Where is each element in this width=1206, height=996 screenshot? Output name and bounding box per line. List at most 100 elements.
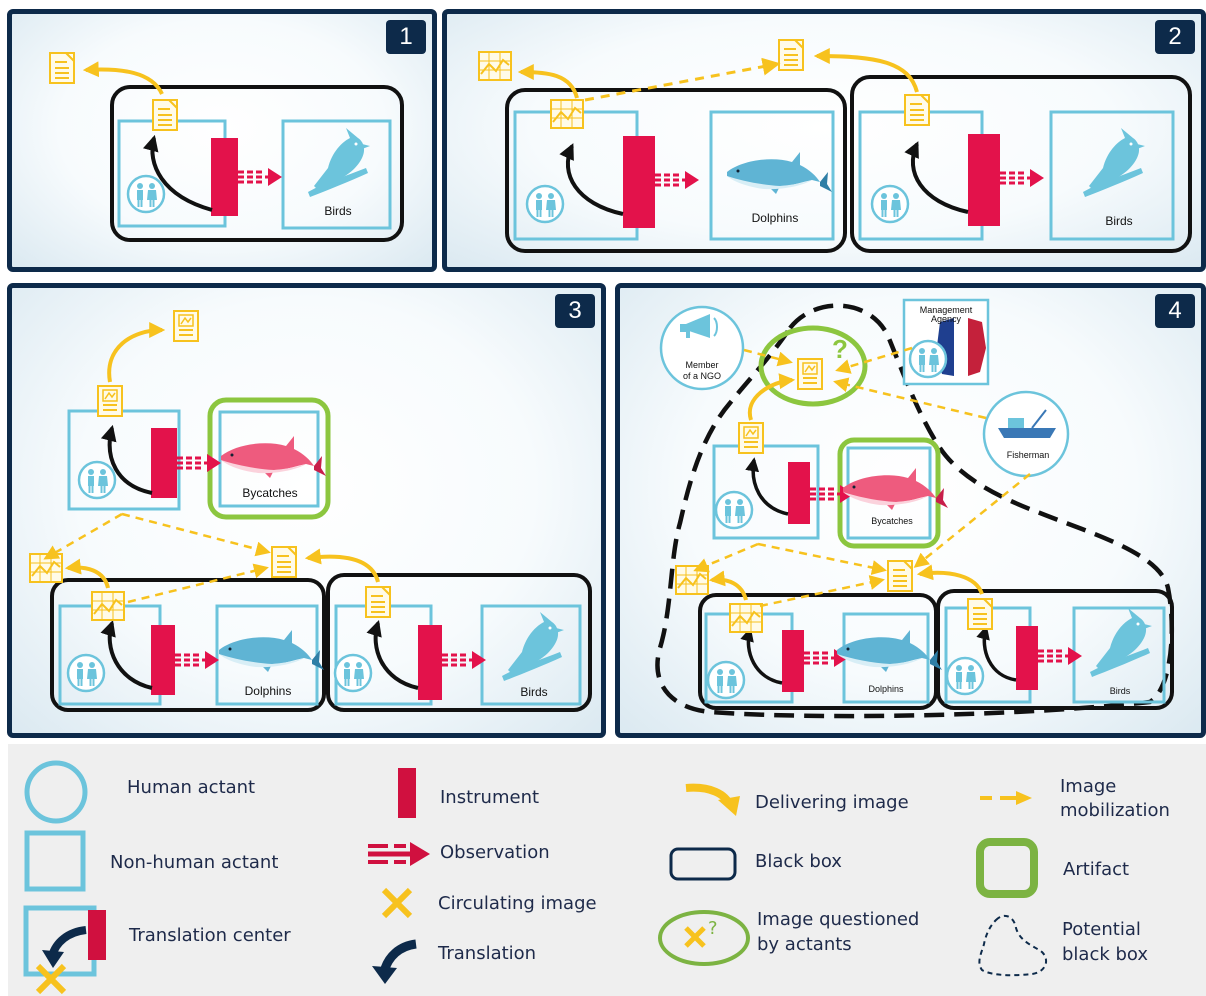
legend-translation-center: Translation center [129,925,291,946]
document-icon [271,546,297,578]
circulating-image-icon [381,887,413,919]
human-actant-icon [24,760,88,824]
legend-non-human-actant: Non-human actant [110,852,279,873]
translation-arrow [100,424,153,495]
legend-image-mobilization-line1: Image [1060,776,1117,797]
observation-arrow [653,169,701,191]
translation-center [67,409,181,511]
bird-icon [1083,128,1145,197]
bycatches-label: Bycatches [242,486,297,500]
potential-black-box-icon [978,914,1048,977]
bycatches-label: Bycatches [871,516,913,526]
delivering-image-arrow [813,48,919,93]
bird-icon [502,612,564,681]
panel-3: 3 Bycatches Dolphins Birds [7,283,606,738]
artifact-icon [976,838,1038,898]
translation-center [858,110,984,241]
image-questioned-icon: ? [658,910,750,966]
black-box-icon [669,847,737,881]
bird-label: Birds [1110,686,1131,696]
panel-1-diagram: Birds [49,52,404,242]
agency-label-line2: Agency [931,314,962,324]
people-icon [706,660,746,700]
document-icon [152,99,178,131]
legend-translation: Translation [438,943,537,964]
delivering-image-arrow [107,322,166,383]
image-document-icon [173,310,199,342]
people-icon [714,490,754,530]
delivering-image-icon [685,783,740,816]
legend-instrument: Instrument [440,787,540,808]
delivering-image-arrow [304,548,380,583]
bird-icon [308,128,370,197]
instrument [1016,626,1038,690]
document-icon [887,560,913,592]
instrument [151,428,177,498]
black-box [850,75,1192,253]
panel-number-badge: 2 [1155,20,1195,54]
translation-center [513,110,639,241]
bird-label: Birds [520,685,547,699]
black-box [50,578,326,712]
document-icon [778,39,804,71]
instrument [418,625,442,700]
bird-label: Birds [1105,214,1132,228]
legend-observation: Observation [440,842,550,863]
chart-icon [729,603,763,633]
instrument [788,462,810,524]
agency-label-line1: Management [920,305,973,315]
image-document-icon [797,358,823,390]
non-human-actant [709,110,835,241]
non-human-actant [218,410,320,508]
people-icon [945,656,985,696]
delivering-image-arrow [916,564,984,595]
legend-circulating-image: Circulating image [438,893,597,914]
chart-icon [675,565,709,595]
megaphone-icon [680,314,718,338]
observation-icon [368,842,430,866]
panel-2-diagram: Dolphins Birds [478,39,1192,253]
observation-arrow [440,649,488,671]
translation-arrow [142,134,213,212]
dolphin-label: Dolphins [245,684,292,698]
instrument-icon [398,768,416,818]
observation-arrow [175,452,223,474]
translation-center-icon [23,905,106,995]
document-icon [904,94,930,126]
translation-icon [372,939,417,984]
non-human-actant [480,604,582,706]
image-mobilization-arrow [913,473,1031,568]
legend-image-questioned-line2: by actants [757,934,852,955]
panel-4-diagram: Member of a NGO Management Agency Fisher… [655,298,1175,719]
dolphin-label: Dolphins [752,211,799,225]
bird-icon [1090,608,1152,677]
document-icon [49,52,75,84]
panel-number-badge: 4 [1155,294,1195,328]
legend: Human actant Non-human actant Translatio… [8,744,1206,996]
image-mobilization-arrow [121,512,271,557]
legend-potential-black-box-line2: black box [1062,944,1149,965]
image-mobilization-arrow [835,346,913,374]
legend-image-mobilization-line2: mobilization [1060,800,1170,821]
image-mobilization-arrow [693,542,759,573]
delivering-image-arrow [82,61,164,95]
chart-icon [550,99,584,129]
chart-icon [478,51,512,81]
translation-arrow [745,457,789,516]
delivering-image-arrow [64,558,110,589]
dolphin-icon [837,630,942,672]
translation-arrow [740,627,783,685]
people-icon [908,339,948,379]
chart-icon [91,591,125,621]
dolphin-icon [219,630,324,672]
people-icon [333,653,373,693]
document-icon [967,598,993,630]
instrument [782,630,804,692]
translation-arrow [366,619,419,690]
panel-4: 4 Member of a NGO Management Agency [615,283,1206,738]
bird-label: Birds [324,204,351,218]
instrument [968,134,1000,226]
question-icon: ? [832,334,848,364]
legend-human-actant: Human actant [127,777,256,798]
legend-image-questioned-line1: Image questioned [757,909,920,930]
